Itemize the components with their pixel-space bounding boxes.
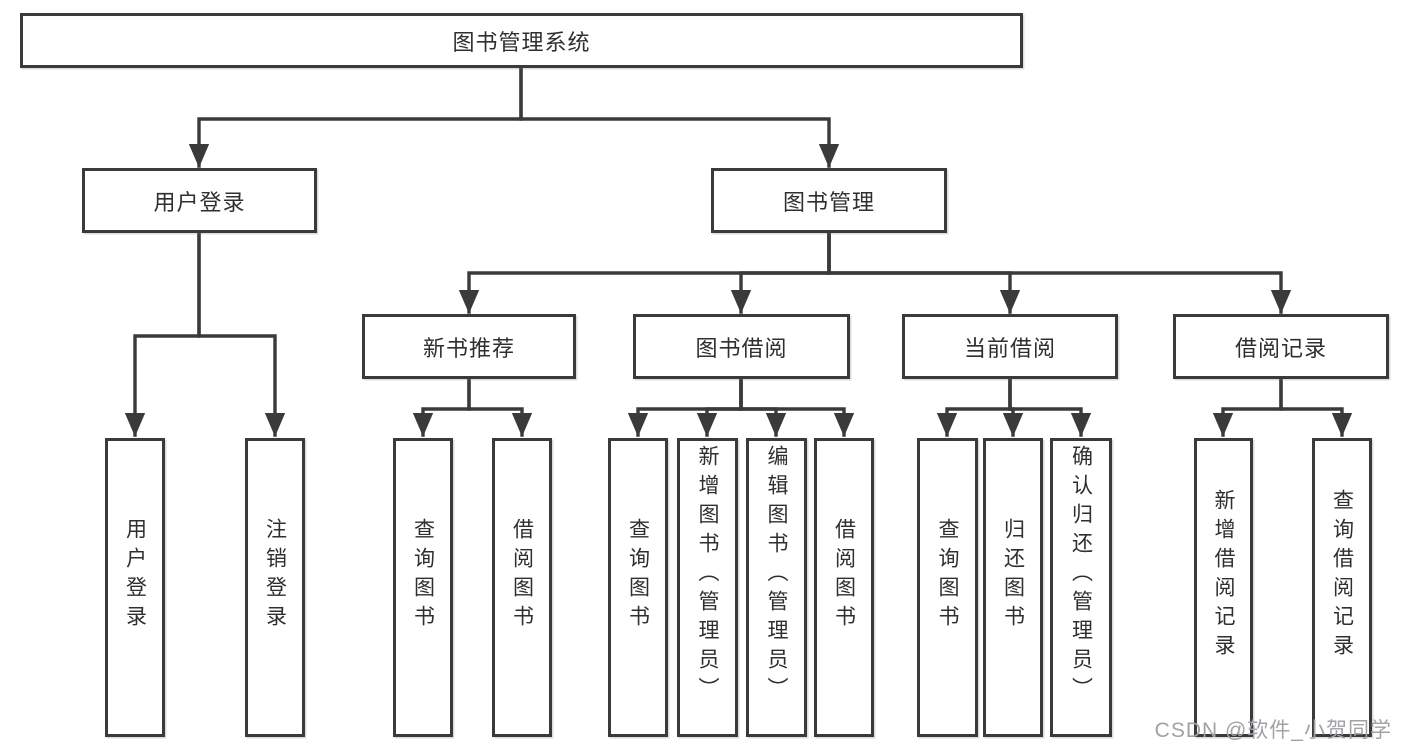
leaf-newbook-borrow-book: 借阅图书 xyxy=(492,438,552,737)
leaf-logout: 注销登录 xyxy=(245,438,305,737)
node-book-management: 图书管理 xyxy=(711,168,947,233)
connector-newbookrec-to-query xyxy=(412,377,471,437)
csdn-watermark: CSDN @软件_小贺同学 xyxy=(1154,719,1392,742)
leaf-newbook-query-book: 查询图书 xyxy=(393,438,453,737)
node-library-management-system: 图书管理系统 xyxy=(20,13,1023,68)
leaf-current-confirm-return-admin: 确认归还（管理员） xyxy=(1050,438,1112,737)
connector-userlogin-to-login-leaf xyxy=(124,231,201,437)
leaf-borrowing-edit-book-admin: 编辑图书（管理员） xyxy=(746,438,807,737)
connector-currentborrow-to-return xyxy=(1002,377,1024,437)
connector-bookborrow-to-borrow xyxy=(739,377,855,437)
connector-bookborrow-to-edit xyxy=(739,377,787,437)
connector-borrowrecords-to-query xyxy=(1279,377,1353,437)
leaf-records-query-borrow-record: 查询借阅记录 xyxy=(1312,438,1372,737)
leaf-current-return-book: 归还图书 xyxy=(983,438,1043,737)
leaf-borrowing-borrow-book: 借阅图书 xyxy=(814,438,874,737)
node-current-borrowing: 当前借阅 xyxy=(902,314,1118,379)
node-book-borrowing: 图书借阅 xyxy=(633,314,850,379)
leaf-current-query-book: 查询图书 xyxy=(917,438,978,737)
connector-bookmgmt-to-current-borrow xyxy=(827,231,1021,314)
leaf-records-add-borrow-record: 新增借阅记录 xyxy=(1194,438,1253,737)
connector-currentborrow-to-query xyxy=(936,377,1012,437)
connector-root-to-user-login xyxy=(188,66,523,168)
connector-bookborrow-to-query xyxy=(627,377,743,437)
leaf-borrowing-query-book: 查询图书 xyxy=(608,438,668,737)
connector-currentborrow-to-confirm xyxy=(1008,377,1092,437)
connector-userlogin-to-logout-leaf xyxy=(197,231,286,437)
connector-newbookrec-to-borrow xyxy=(467,377,533,437)
node-user-login: 用户登录 xyxy=(82,168,317,233)
connector-bookmgmt-to-book-borrow xyxy=(730,231,831,314)
leaf-user-login: 用户登录 xyxy=(105,438,165,737)
connector-bookmgmt-to-new-book-rec xyxy=(458,231,831,314)
leaf-borrowing-add-book-admin: 新增图书（管理员） xyxy=(677,438,738,737)
connector-bookborrow-to-add xyxy=(696,377,743,437)
node-new-book-recommendation: 新书推荐 xyxy=(362,314,576,379)
connector-root-to-book-mgmt xyxy=(519,66,840,168)
node-borrowing-records: 借阅记录 xyxy=(1173,314,1389,379)
connector-bookmgmt-to-borrow-records xyxy=(827,231,1292,314)
connector-borrowrecords-to-add xyxy=(1212,377,1283,437)
